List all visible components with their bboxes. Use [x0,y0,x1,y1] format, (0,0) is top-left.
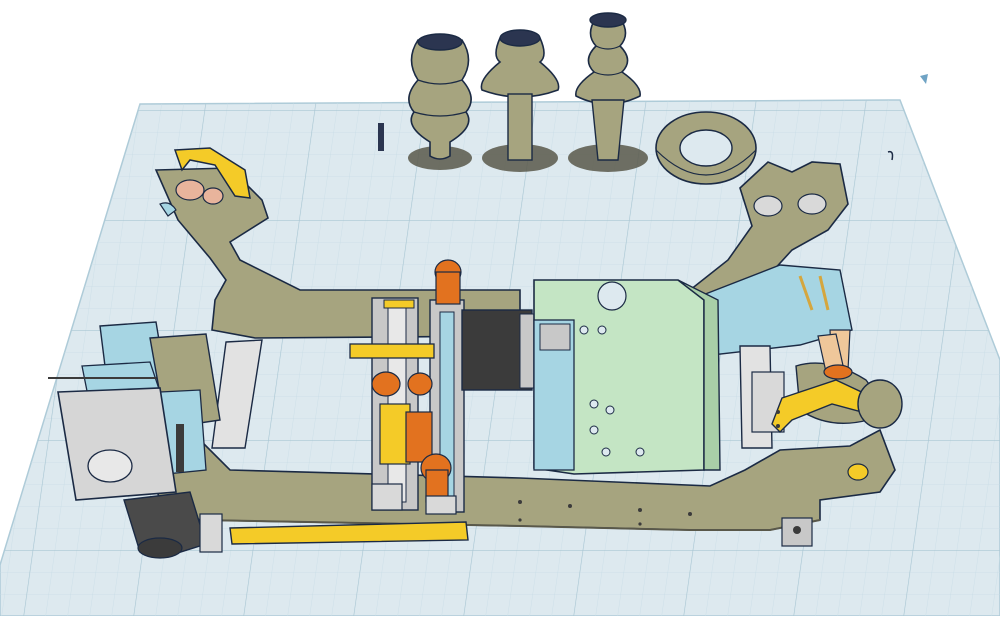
left-motor-assembly[interactable] [48,321,223,559]
bellows-part-left[interactable] [408,33,472,170]
electronics-box[interactable] [533,279,721,475]
bellows-part-right[interactable] [568,12,648,172]
pin-part[interactable] [378,123,384,151]
left-yellow-clamp[interactable] [173,147,251,199]
bellows-part-middle[interactable] [480,29,560,172]
right-yoke-frame[interactable] [689,161,853,371]
ring-part[interactable] [655,111,757,185]
small-clip-part[interactable] [920,74,928,84]
front-yellow-rod[interactable] [229,521,469,545]
right-spool-holder[interactable] [751,333,903,433]
stepper-motor[interactable] [461,309,539,391]
left-yoke-frame[interactable] [154,147,521,339]
small-hook-part[interactable] [887,150,894,161]
carriage-assembly[interactable] [349,259,465,515]
carriage-yellow-bar[interactable] [349,343,435,359]
